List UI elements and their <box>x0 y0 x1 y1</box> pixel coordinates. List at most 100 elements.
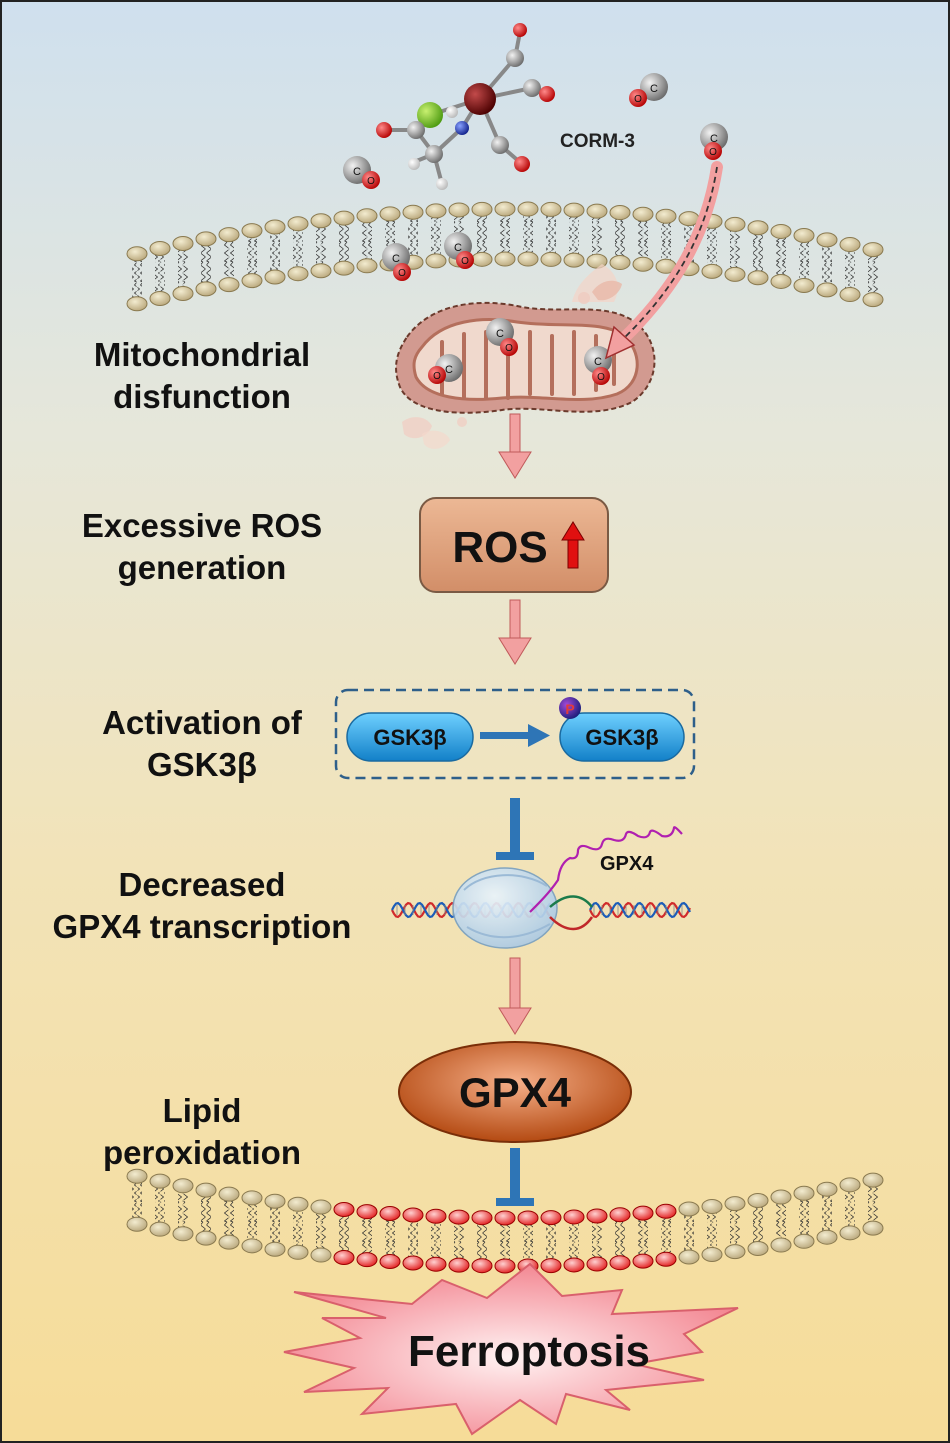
lipid-head <box>517 1210 539 1226</box>
lipid-head <box>540 201 562 217</box>
lipid-head <box>448 202 470 218</box>
flow-arrow-2 <box>498 599 532 665</box>
lipid-head <box>793 1233 815 1249</box>
lipid-head <box>310 1247 332 1263</box>
step-label-mito: Mitochondrial disfunction <box>2 334 402 418</box>
right-arrow-icon <box>528 724 550 747</box>
phosphate-icon <box>559 697 581 719</box>
lipid-head <box>839 1225 861 1241</box>
lipid-head <box>172 286 194 302</box>
lipid-head <box>218 1234 240 1250</box>
lipid-head <box>540 251 562 267</box>
corm3-molecule <box>376 23 555 190</box>
lipid-head <box>126 1168 148 1184</box>
step-label-line: GSK3β <box>146 746 257 783</box>
lipid-head <box>471 251 493 267</box>
carbon-label: C <box>392 253 400 265</box>
lipid-head <box>586 1208 608 1224</box>
lipid-head <box>333 1250 355 1266</box>
transcription-complex <box>452 867 594 949</box>
up-arrow-icon <box>561 521 585 569</box>
carbon-label: C <box>454 242 462 254</box>
lipid-head <box>678 1249 700 1265</box>
lipid-head <box>172 1226 194 1242</box>
flow-arrow-1 <box>498 413 532 479</box>
oxygen-label: O <box>461 256 469 267</box>
flow-arrow-3 <box>498 957 532 1035</box>
lipid-head <box>747 220 769 236</box>
gsk3b-inactive <box>346 712 474 762</box>
lipid-head <box>241 273 263 289</box>
lipid-head <box>195 1230 217 1246</box>
lipid-head <box>701 1246 723 1262</box>
lipid-head <box>724 266 746 282</box>
gsk3b-right-label: GSK3β <box>585 725 658 750</box>
lipid-head <box>793 1185 815 1201</box>
lipid-head <box>655 1203 677 1219</box>
lipid-head <box>126 296 148 312</box>
lipid-head <box>448 1257 470 1273</box>
gpx4-mrna-label: GPX4 <box>600 853 654 875</box>
lipid-head <box>563 252 585 268</box>
cell-membrane-bottom <box>126 1168 884 1274</box>
lipid-head <box>287 1196 309 1212</box>
lipid-head <box>172 236 194 252</box>
lipid-head <box>264 269 286 285</box>
lipid-head <box>747 1192 769 1208</box>
lipid-head <box>402 1207 424 1223</box>
lipid-head <box>149 290 171 306</box>
lipid-head <box>770 1189 792 1205</box>
lipid-head <box>724 1196 746 1212</box>
lipid-head <box>218 277 240 293</box>
lipid-head <box>494 251 516 267</box>
step-label-line: disfunction <box>113 378 291 415</box>
cell-membrane-top <box>126 201 884 312</box>
lipid-head <box>195 231 217 247</box>
carbon-label: C <box>594 356 602 368</box>
lipid-head <box>471 1210 493 1226</box>
co-molecule: CO <box>382 243 411 281</box>
lipid-head <box>195 281 217 297</box>
lipid-head <box>816 1229 838 1245</box>
lipid-head <box>862 242 884 258</box>
corm3-label: CORM-3 <box>560 131 635 152</box>
carbon-label: C <box>445 364 453 376</box>
carbon-label: C <box>710 133 718 145</box>
lipid-head <box>402 204 424 220</box>
lipid-head <box>149 1173 171 1189</box>
lipid-head <box>379 1205 401 1221</box>
step-label-line: Lipid <box>162 1092 242 1129</box>
lipid-head <box>494 1210 516 1226</box>
lipid-head <box>425 1256 447 1272</box>
lipid-head <box>586 1256 608 1272</box>
lipid-head <box>356 258 378 274</box>
oxygen-label: O <box>398 268 406 279</box>
lipid-head <box>379 206 401 222</box>
co-molecule: CO <box>486 318 518 356</box>
oxygen-label: O <box>367 176 375 187</box>
lipid-head <box>862 1220 884 1236</box>
lipid-head <box>494 201 516 217</box>
lipid-head <box>241 1190 263 1206</box>
lipid-head <box>333 210 355 226</box>
ros-label: ROS <box>452 523 547 572</box>
lipid-head <box>793 277 815 293</box>
lipid-head <box>425 253 447 269</box>
lipid-head <box>218 1186 240 1202</box>
lipid-head <box>609 205 631 221</box>
lipid-head <box>563 202 585 218</box>
step-label-line: generation <box>117 549 287 586</box>
lipid-head <box>770 273 792 289</box>
step-label-line: Decreased <box>118 866 286 903</box>
oxygen-label: O <box>597 372 605 383</box>
gsk3b-phosphorylated <box>559 712 685 762</box>
co-entry-arrow <box>604 161 723 360</box>
lipid-head <box>402 1255 424 1271</box>
co-molecule: CO <box>700 123 728 160</box>
lipid-head <box>678 1201 700 1217</box>
lipid-head <box>609 1255 631 1271</box>
lipid-head <box>816 1181 838 1197</box>
carbon-label: C <box>650 83 658 95</box>
